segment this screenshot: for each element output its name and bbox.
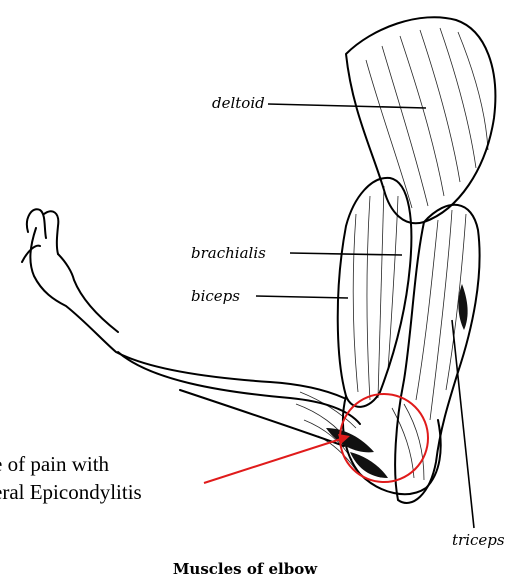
triceps-leader — [452, 320, 474, 528]
biceps-hatching — [353, 186, 398, 400]
label-deltoid: deltoid — [212, 94, 265, 112]
label-biceps: biceps — [191, 287, 240, 305]
elbow-shadow — [326, 428, 374, 452]
triceps-shadow — [458, 284, 467, 330]
deltoid-leader — [268, 104, 426, 108]
biceps-muscle — [338, 178, 412, 407]
pain-site-arrow-line — [204, 438, 344, 483]
figure-caption: Muscles of elbow — [173, 560, 318, 578]
annotation-line-1: e of pain with — [0, 452, 110, 476]
label-triceps: triceps — [452, 531, 505, 549]
annotation-line-2: eral Epicondylitis — [0, 480, 142, 504]
biceps-leader — [256, 296, 348, 298]
deltoid-muscle — [346, 17, 495, 223]
elbow-shadow-2 — [350, 452, 388, 478]
brachialis-leader — [290, 253, 402, 255]
deltoid-hatching — [366, 28, 488, 208]
label-brachialis: brachialis — [191, 244, 266, 262]
upper-arm-illustration — [296, 17, 495, 503]
